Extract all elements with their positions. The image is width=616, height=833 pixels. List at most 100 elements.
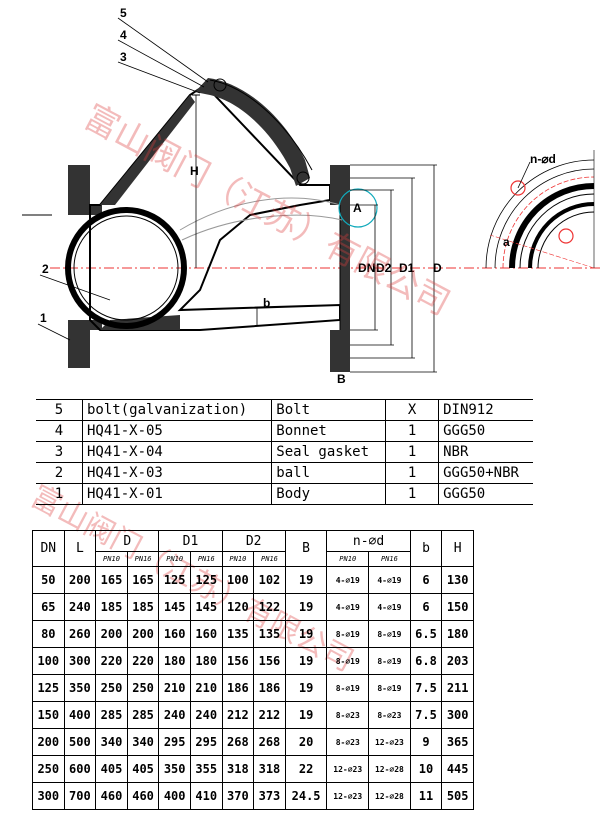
specs-cell: 185 xyxy=(126,593,160,621)
svg-text:DN: DN xyxy=(358,261,375,275)
parts-cell-qty: 1 xyxy=(385,462,439,484)
parts-cell-name: Body xyxy=(271,483,386,505)
parts-cell-code: HQ41-X-05 xyxy=(81,420,272,442)
specs-cell: 212 xyxy=(253,701,286,729)
specs-cell: 200 xyxy=(63,566,97,594)
specs-cell: 200 xyxy=(32,728,65,756)
specs-cell: 268 xyxy=(253,728,286,756)
specs-cell: 125 xyxy=(189,566,223,594)
specs-cell: 318 xyxy=(221,755,255,783)
specs-cell: 210 xyxy=(189,674,223,702)
specs-cell: 145 xyxy=(158,593,191,621)
specs-cell: 240 xyxy=(158,701,191,729)
specs-cell: 370 xyxy=(221,782,255,810)
specs-cell: 260 xyxy=(63,620,97,648)
detail-a-circle xyxy=(338,188,378,228)
specs-cell: 210 xyxy=(158,674,191,702)
specs-cell: 7.5 xyxy=(409,701,443,729)
svg-text:D1: D1 xyxy=(399,261,415,275)
specs-cell: 8-⌀19 xyxy=(368,674,411,702)
col-b: b xyxy=(409,530,443,567)
specs-cell: 220 xyxy=(126,647,160,675)
parts-cell-no: 5 xyxy=(36,399,83,421)
col-B: B xyxy=(284,530,328,567)
specs-cell: 12-⌀23 xyxy=(326,782,370,810)
specs-cell: 8-⌀19 xyxy=(326,647,370,675)
specs-cell: 12-⌀23 xyxy=(326,755,370,783)
specs-cell: 80 xyxy=(32,620,65,648)
diameter-dims xyxy=(350,164,437,373)
specs-cell: 460 xyxy=(126,782,160,810)
svg-text:H: H xyxy=(190,164,199,178)
callout-3: 3 xyxy=(120,50,127,64)
col-l: L xyxy=(63,530,97,567)
specs-cell: 122 xyxy=(253,593,286,621)
col-d1: D1 xyxy=(158,530,223,552)
specs-cell: 203 xyxy=(441,647,474,675)
col-nd: n-⌀d xyxy=(326,530,411,552)
col-dn: DN xyxy=(32,530,65,567)
specs-cell: 505 xyxy=(441,782,474,810)
specs-cell: 405 xyxy=(95,755,128,783)
specs-cell: 160 xyxy=(189,620,223,648)
parts-cell-no: 2 xyxy=(36,462,83,484)
specs-cell: 6 xyxy=(409,566,443,594)
specs-cell: 135 xyxy=(253,620,286,648)
bonnet xyxy=(195,78,310,186)
specs-cell: 156 xyxy=(221,647,255,675)
specs-cell: 130 xyxy=(441,566,474,594)
col-d2: D2 xyxy=(221,530,286,552)
svg-text:A: A xyxy=(353,201,362,215)
specs-cell: 180 xyxy=(189,647,223,675)
specs-cell: 445 xyxy=(441,755,474,783)
parts-cell-name: ball xyxy=(271,462,386,484)
specs-cell: 185 xyxy=(95,593,128,621)
specs-cell: 460 xyxy=(95,782,128,810)
parts-cell-name: Seal gasket xyxy=(271,441,386,463)
specs-cell: 22 xyxy=(284,755,328,783)
callout-4: 4 xyxy=(120,28,127,42)
specs-cell: 7.5 xyxy=(409,674,443,702)
specs-cell: 365 xyxy=(441,728,474,756)
specs-cell: 250 xyxy=(95,674,128,702)
svg-text:B: B xyxy=(337,372,346,386)
specs-cell: 4-⌀19 xyxy=(368,566,411,594)
specs-cell: 211 xyxy=(441,674,474,702)
specs-cell: 600 xyxy=(63,755,97,783)
specs-cell: 350 xyxy=(158,755,191,783)
specs-cell: 295 xyxy=(158,728,191,756)
specs-cell: 12-⌀23 xyxy=(368,728,411,756)
parts-cell-no: 3 xyxy=(36,441,83,463)
specs-cell: 8-⌀23 xyxy=(326,728,370,756)
specs-cell: 295 xyxy=(189,728,223,756)
parts-cell-qty: 1 xyxy=(385,441,439,463)
specs-cell: 8-⌀19 xyxy=(326,674,370,702)
specs-cell: 8-⌀23 xyxy=(326,701,370,729)
specs-cell: 10 xyxy=(409,755,443,783)
specs-cell: 20 xyxy=(284,728,328,756)
svg-text:D2: D2 xyxy=(376,261,392,275)
specs-cell: 240 xyxy=(189,701,223,729)
specs-cell: 19 xyxy=(284,593,328,621)
specs-cell: 400 xyxy=(158,782,191,810)
specs-cell: 405 xyxy=(126,755,160,783)
specs-cell: 145 xyxy=(189,593,223,621)
specs-cell: 24.5 xyxy=(284,782,328,810)
specs-cell: 165 xyxy=(126,566,160,594)
specs-cell: 120 xyxy=(221,593,255,621)
valve-drawing: A H DN D2 D1 D b B n-⌀d a xyxy=(22,6,600,386)
specs-cell: 50 xyxy=(32,566,65,594)
specs-cell: 186 xyxy=(253,674,286,702)
parts-cell-qty: 1 xyxy=(385,420,439,442)
parts-cell-no: 4 xyxy=(36,420,83,442)
specs-cell: 19 xyxy=(284,620,328,648)
specs-cell: 220 xyxy=(95,647,128,675)
specs-cell: 19 xyxy=(284,674,328,702)
